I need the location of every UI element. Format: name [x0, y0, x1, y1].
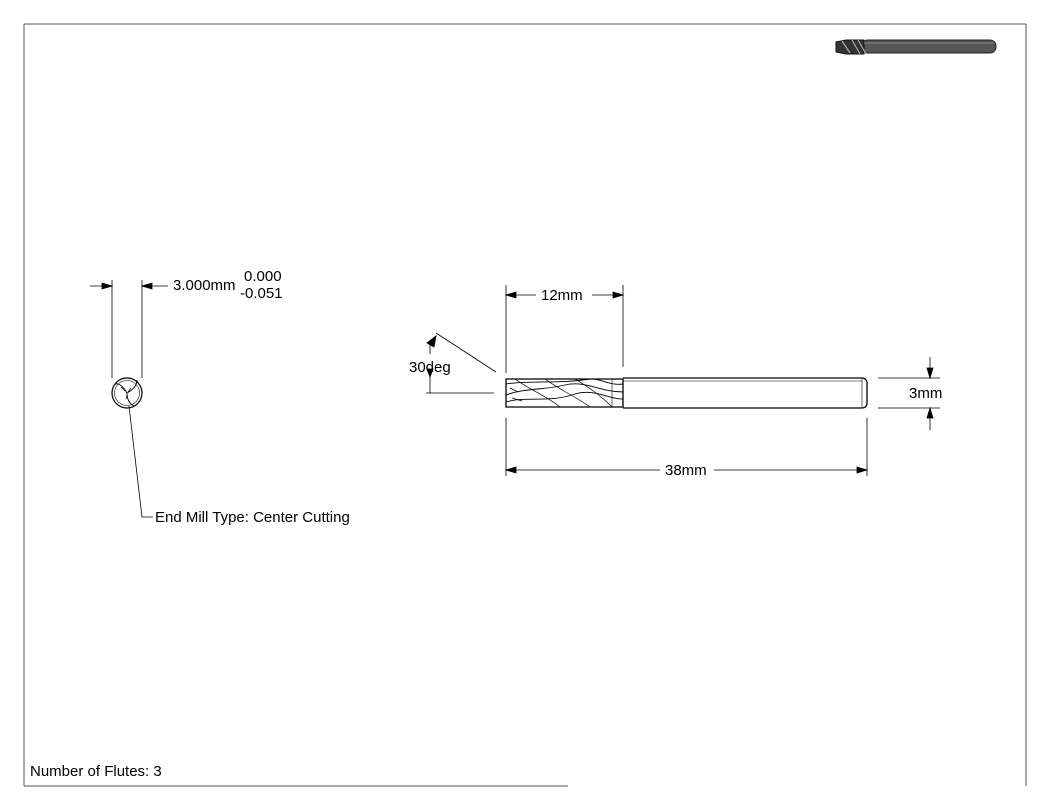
end-view-circle	[111, 377, 143, 409]
callout-leader	[128, 405, 153, 518]
diameter-label: 3.000mm	[173, 277, 236, 294]
helix-angle-label: 30deg	[409, 359, 451, 376]
diameter-extension-lines	[111, 280, 143, 378]
shank-diameter-label: 3mm	[909, 385, 942, 402]
shank-diameter-dimension	[878, 357, 940, 430]
tolerance-upper: 0.000	[244, 268, 282, 285]
tolerance-lower: -0.051	[240, 285, 283, 302]
flute-length-dimension	[504, 285, 625, 373]
diameter-dimension-arrows	[90, 282, 168, 290]
fluted-section	[505, 378, 624, 408]
end-mill-type-callout: End Mill Type: Center Cutting	[155, 509, 350, 526]
side-view: 12mm 38mm 3mm	[409, 285, 942, 479]
end-view: 3.000mm 0.000 -0.051 End Mill Type: Cent…	[90, 268, 350, 526]
shank	[623, 377, 868, 409]
sheet-border	[23, 23, 1027, 787]
overall-length-label: 38mm	[665, 462, 707, 479]
flute-length-label: 12mm	[541, 287, 583, 304]
helix-angle-dimension	[426, 332, 497, 394]
overall-length-dimension	[504, 418, 869, 476]
number-of-flutes-note: Number of Flutes: 3	[30, 763, 162, 780]
isometric-thumbnail	[835, 39, 997, 55]
